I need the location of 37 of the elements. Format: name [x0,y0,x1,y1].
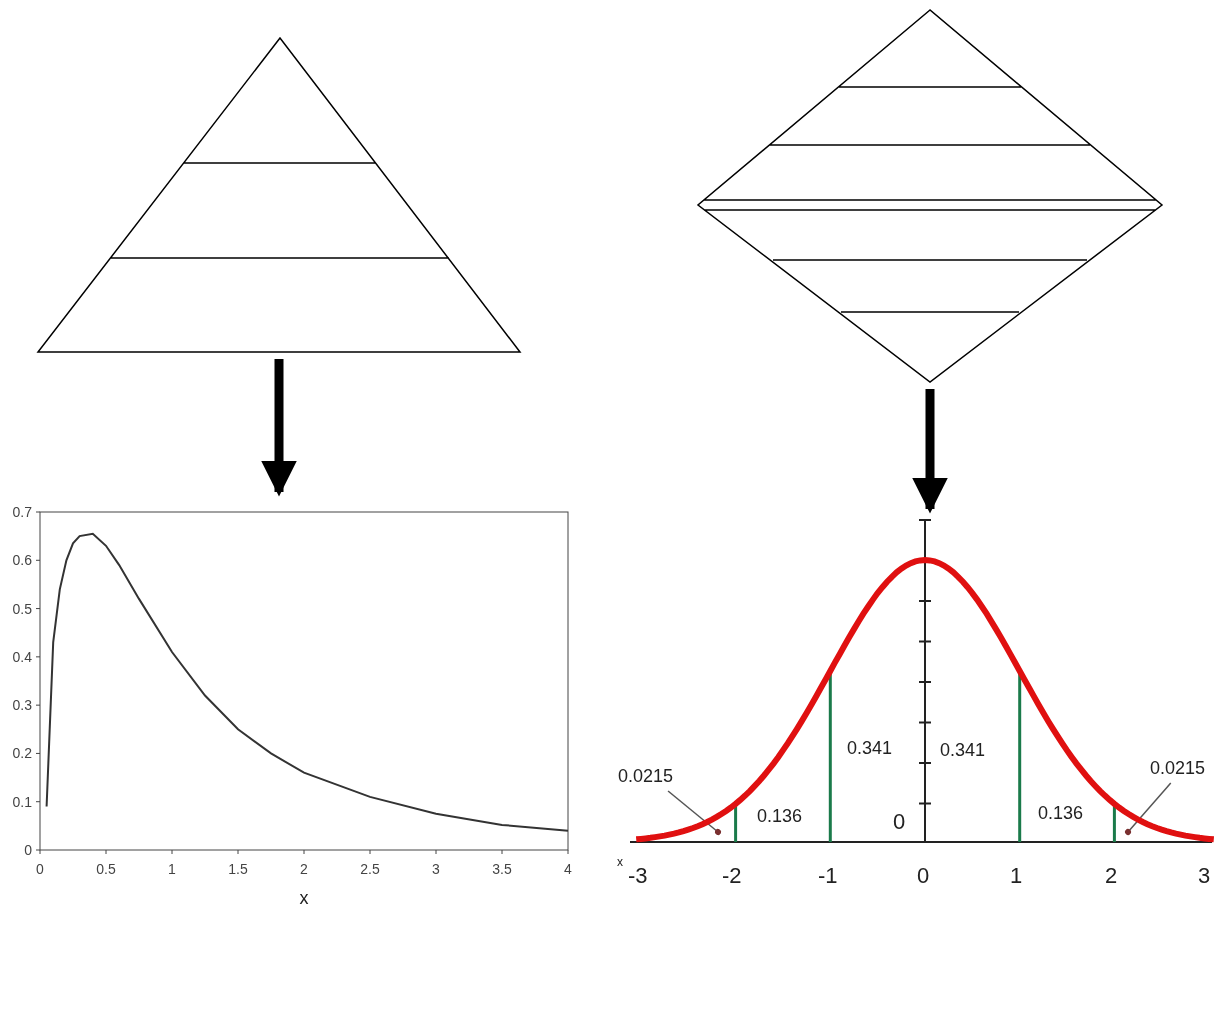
tick-label: 2 [1105,866,1118,886]
tick-label: 1 [1010,866,1023,886]
tick-label: 2 [300,861,308,877]
tick-label: 3 [432,861,440,877]
arrow [261,359,297,497]
axis-title: x [299,888,309,908]
area-label: 0.136 [1038,803,1084,823]
tick-label: 0 [917,866,930,886]
area-label: 0.341 [940,740,986,760]
tick-label: 0.5 [12,600,32,617]
tick-label: 1.5 [228,861,248,877]
arrow [912,389,948,514]
area-label: 0.341 [847,738,893,758]
tick-label: 0 [24,842,32,858]
leader-line [667,790,721,835]
tick-label: 0.4 [12,648,32,665]
area-label: 0.0215 [1150,758,1206,778]
tick-label: 2.5 [360,861,380,877]
tick-label: -2 [722,866,742,886]
tick-label: 1 [168,861,176,877]
leader-line [1125,782,1172,835]
tick-label: 0.2 [12,745,32,762]
tick-label: 0 [36,861,44,877]
tick-label: -1 [818,866,838,886]
tick-label: 0.7 [12,504,32,520]
tick-label: -3 [628,866,648,886]
tick-label: 3 [1198,866,1211,886]
origin-label: 0 [893,812,906,832]
tick-label: 0.3 [12,697,32,714]
tick-label: 0.5 [96,861,116,877]
area-label: 0.136 [757,806,803,826]
tick-label: 0.1 [12,793,32,810]
tick-label: 0.6 [12,552,32,569]
area-label: 0.0215 [618,766,674,786]
tick-label: 4 [564,861,572,877]
tick-label: 3.5 [492,861,512,877]
axis-title: x [617,854,623,871]
